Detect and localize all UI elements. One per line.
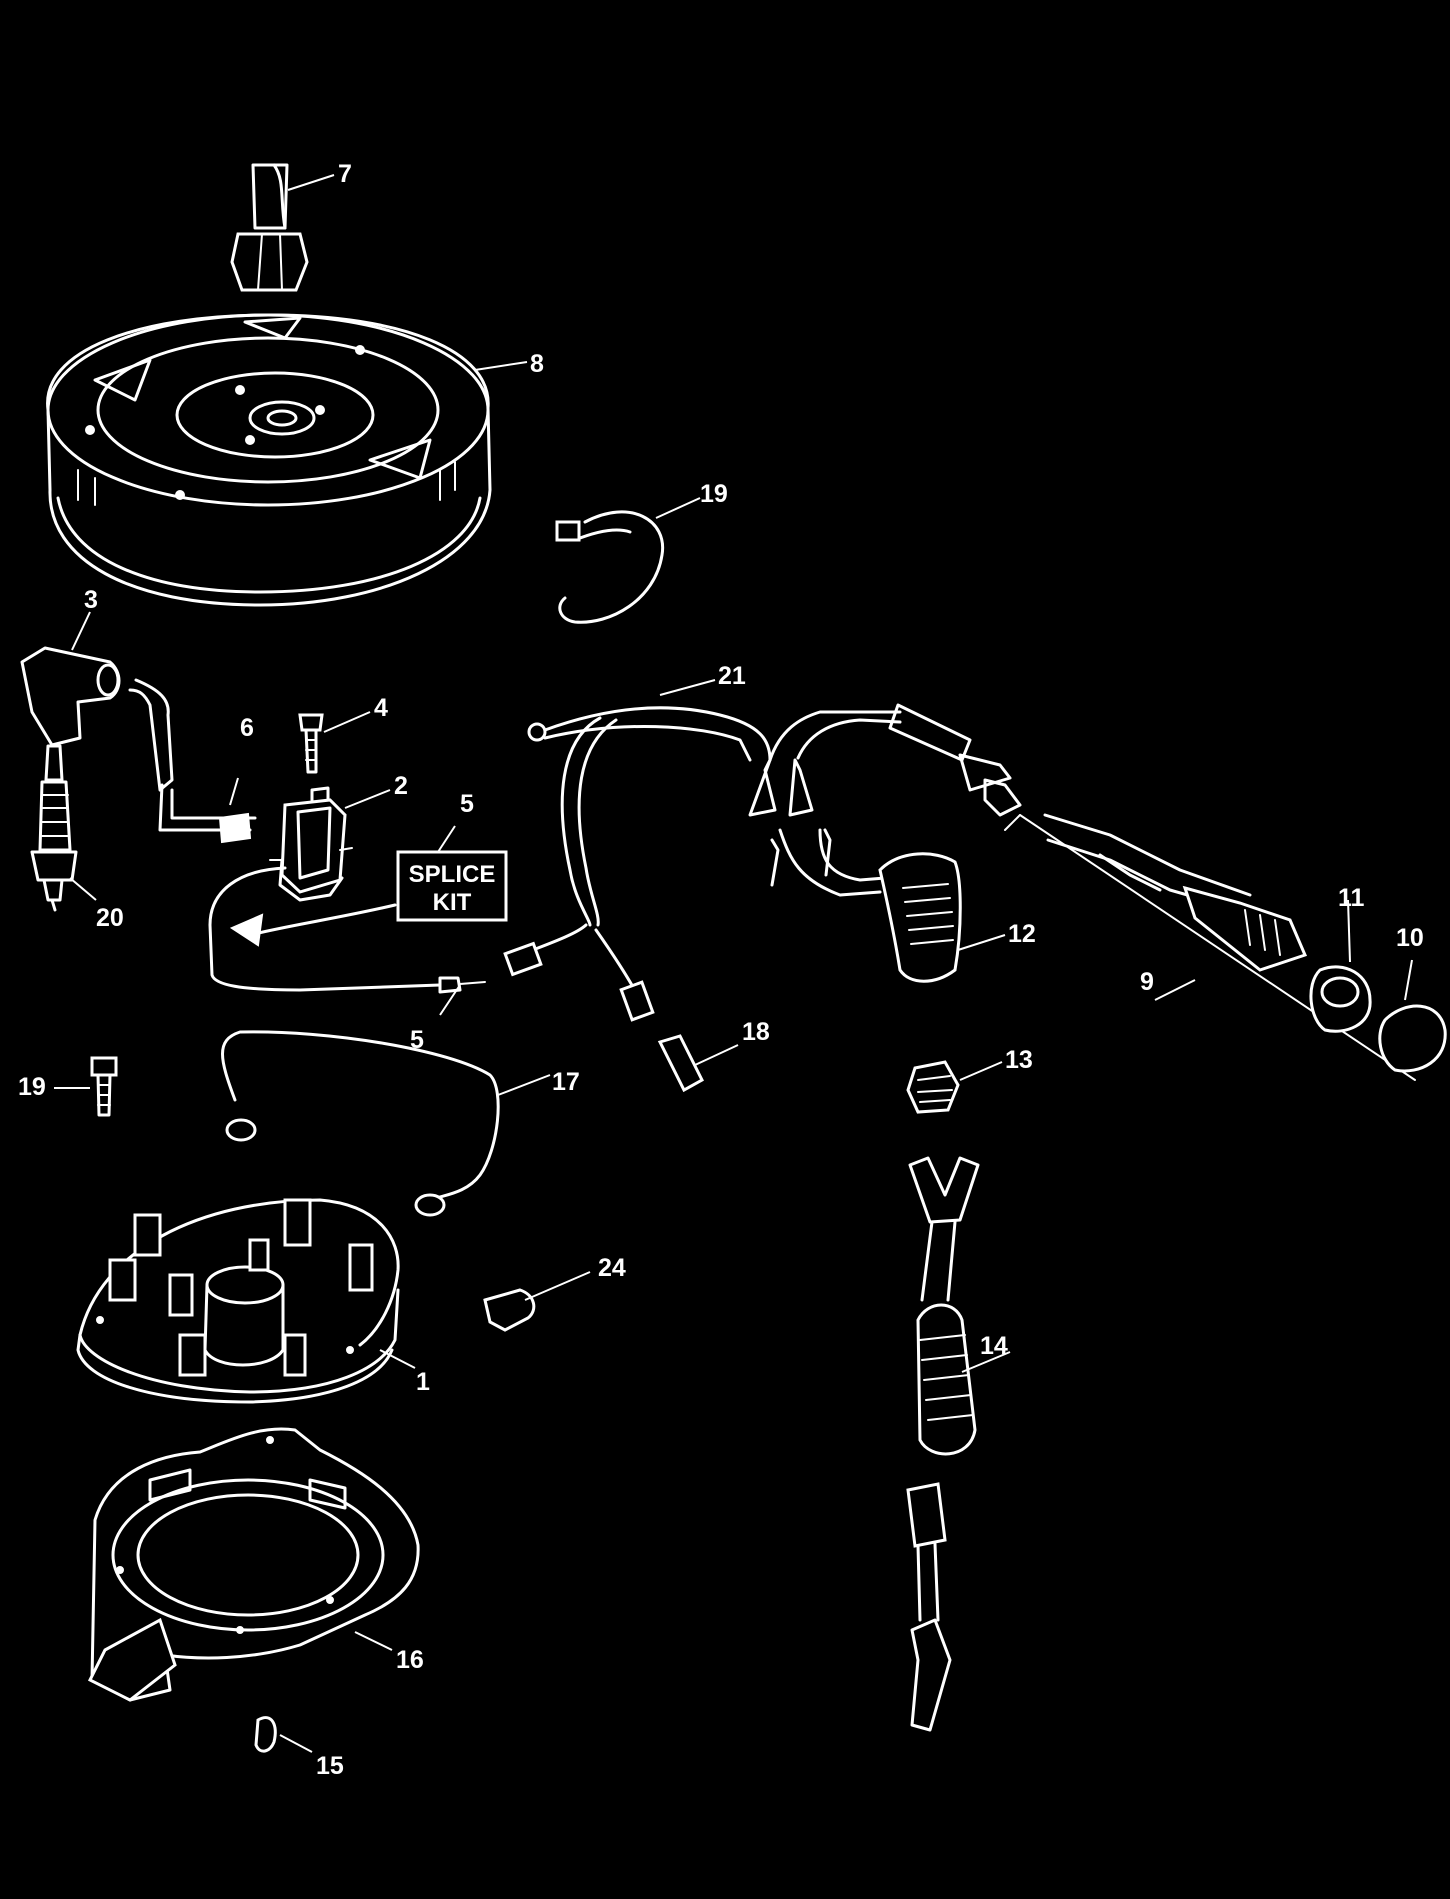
part-7-flywheel-nut — [230, 163, 309, 292]
splice-kit-box — [396, 850, 508, 922]
callout-7: 7 — [338, 160, 352, 188]
callout-11: 11 — [1338, 884, 1365, 912]
part-9-lanyard-cable — [1004, 813, 1416, 1081]
part-4-screw — [298, 713, 324, 774]
callout-15: 15 — [316, 1752, 344, 1780]
leader-lines — [54, 174, 1413, 1753]
callout-16: 16 — [396, 1646, 424, 1674]
callout-14: 14 — [980, 1332, 1008, 1360]
callout-10: 10 — [1396, 924, 1424, 952]
callout-12: 12 — [1008, 920, 1036, 948]
part-12-stop-switch — [770, 828, 962, 983]
part-5-splice-kit: SPLICE KIT — [208, 850, 508, 994]
splice-kit-line2: KIT — [433, 889, 472, 916]
part-11-ring — [1309, 965, 1372, 1033]
callout-8: 8 — [530, 350, 544, 378]
callout-2: 2 — [394, 772, 408, 800]
callout-6: 6 — [240, 714, 254, 742]
callout-19-clamp: 19 — [700, 480, 728, 508]
callout-5-top: 5 — [460, 790, 474, 818]
part-19-clamp — [555, 510, 665, 624]
part-10-knob — [1378, 1004, 1447, 1073]
callout-21: 21 — [718, 662, 746, 690]
part-13-nut — [906, 1060, 960, 1114]
callout-5-bottom: 5 — [410, 1026, 424, 1054]
callout-1: 1 — [416, 1368, 430, 1396]
part-24-clip — [483, 1288, 536, 1332]
callout-19-bolt: 19 — [18, 1073, 46, 1101]
part-2-ignition-coil — [269, 786, 353, 902]
callout-20: 20 — [96, 904, 124, 932]
callout-4: 4 — [374, 694, 388, 722]
part-16-timer-base — [87, 1427, 420, 1702]
part-20-spark-plug — [30, 744, 78, 912]
callout-3: 3 — [84, 586, 98, 614]
callout-17: 17 — [552, 1068, 580, 1096]
part-19-bolt — [90, 1056, 118, 1117]
part-8-flywheel — [46, 313, 492, 607]
part-14-lanyard — [906, 1156, 980, 1732]
part-3-spark-plug-boot — [20, 646, 257, 832]
callout-13: 13 — [1005, 1046, 1033, 1074]
part-6-bushing — [218, 812, 252, 844]
part-15-woodruff-key — [254, 1716, 277, 1753]
callout-18: 18 — [742, 1018, 770, 1046]
callout-numbers: 7 8 19 3 4 6 2 5 5 20 21 11 10 12 9 18 1… — [18, 160, 1424, 1780]
part-21-harness — [503, 703, 1022, 1022]
part-17-ground-wire — [221, 1030, 500, 1217]
callout-24: 24 — [598, 1254, 626, 1282]
part-18-connector — [657, 1034, 704, 1093]
part-1-stator — [76, 1198, 400, 1404]
callout-9: 9 — [1140, 968, 1154, 996]
splice-kit-line1: SPLICE — [409, 861, 496, 888]
